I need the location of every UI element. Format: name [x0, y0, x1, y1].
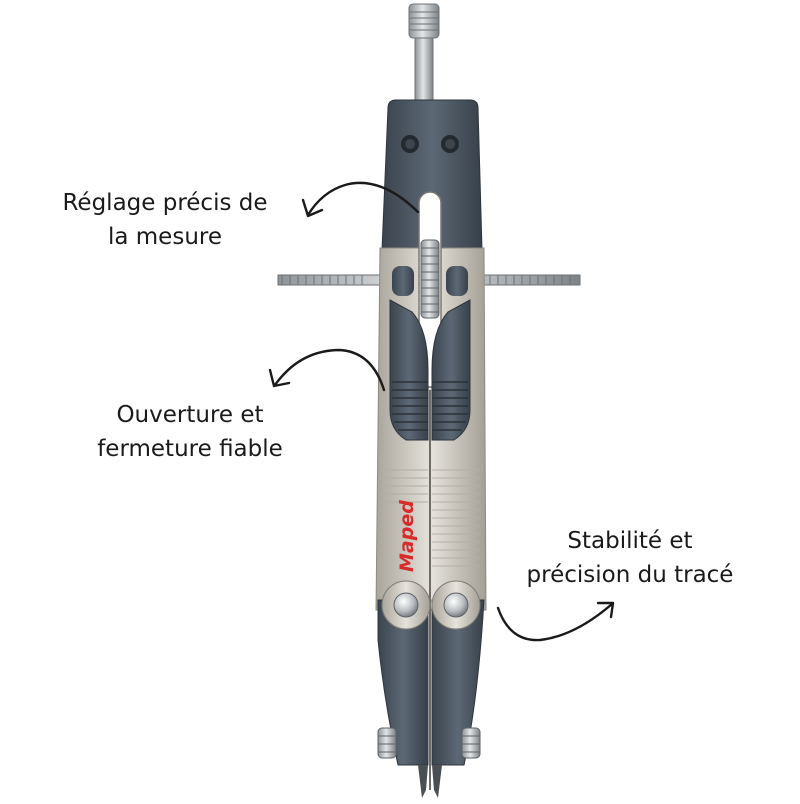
annotation-stabilite-line-2: précision du tracé: [526, 562, 734, 588]
arrow-ouverture: [273, 348, 386, 392]
compass-head: [381, 99, 483, 251]
annotation-ouverture-line-2: fermeture fiable: [97, 436, 283, 462]
annotation-stabilite: Stabilité et précision du tracé: [500, 524, 760, 592]
grip-arch: [389, 299, 471, 441]
arrow-stabilite-head: [596, 601, 615, 619]
annotation-ouverture-line-1: Ouverture et: [116, 402, 264, 428]
annotation-ouverture: Ouverture et fermeture fiable: [70, 398, 310, 466]
rod-knobs: [392, 266, 468, 296]
annotation-reglage-line-2: la mesure: [107, 224, 222, 250]
brand-logo-text: Maped: [396, 500, 418, 572]
top-handle: [408, 3, 440, 107]
compass-legs: [377, 580, 485, 766]
brand-logo: Maped: [396, 500, 418, 572]
arrow-stabilite: [496, 602, 614, 642]
annotation-reglage-line-1: Réglage précis de: [62, 190, 268, 216]
arrow-reglage-head: [301, 198, 324, 218]
leg-tips: [377, 727, 481, 798]
annotation-arrows: [268, 181, 615, 642]
annotation-reglage: Réglage précis de la mesure: [40, 186, 290, 254]
arrow-reglage: [306, 181, 420, 217]
adjustment-wheel: [420, 239, 440, 319]
arrow-ouverture-head: [268, 368, 291, 388]
annotation-stabilite-line-1: Stabilité et: [567, 528, 693, 554]
knurled-texture: [384, 469, 480, 567]
